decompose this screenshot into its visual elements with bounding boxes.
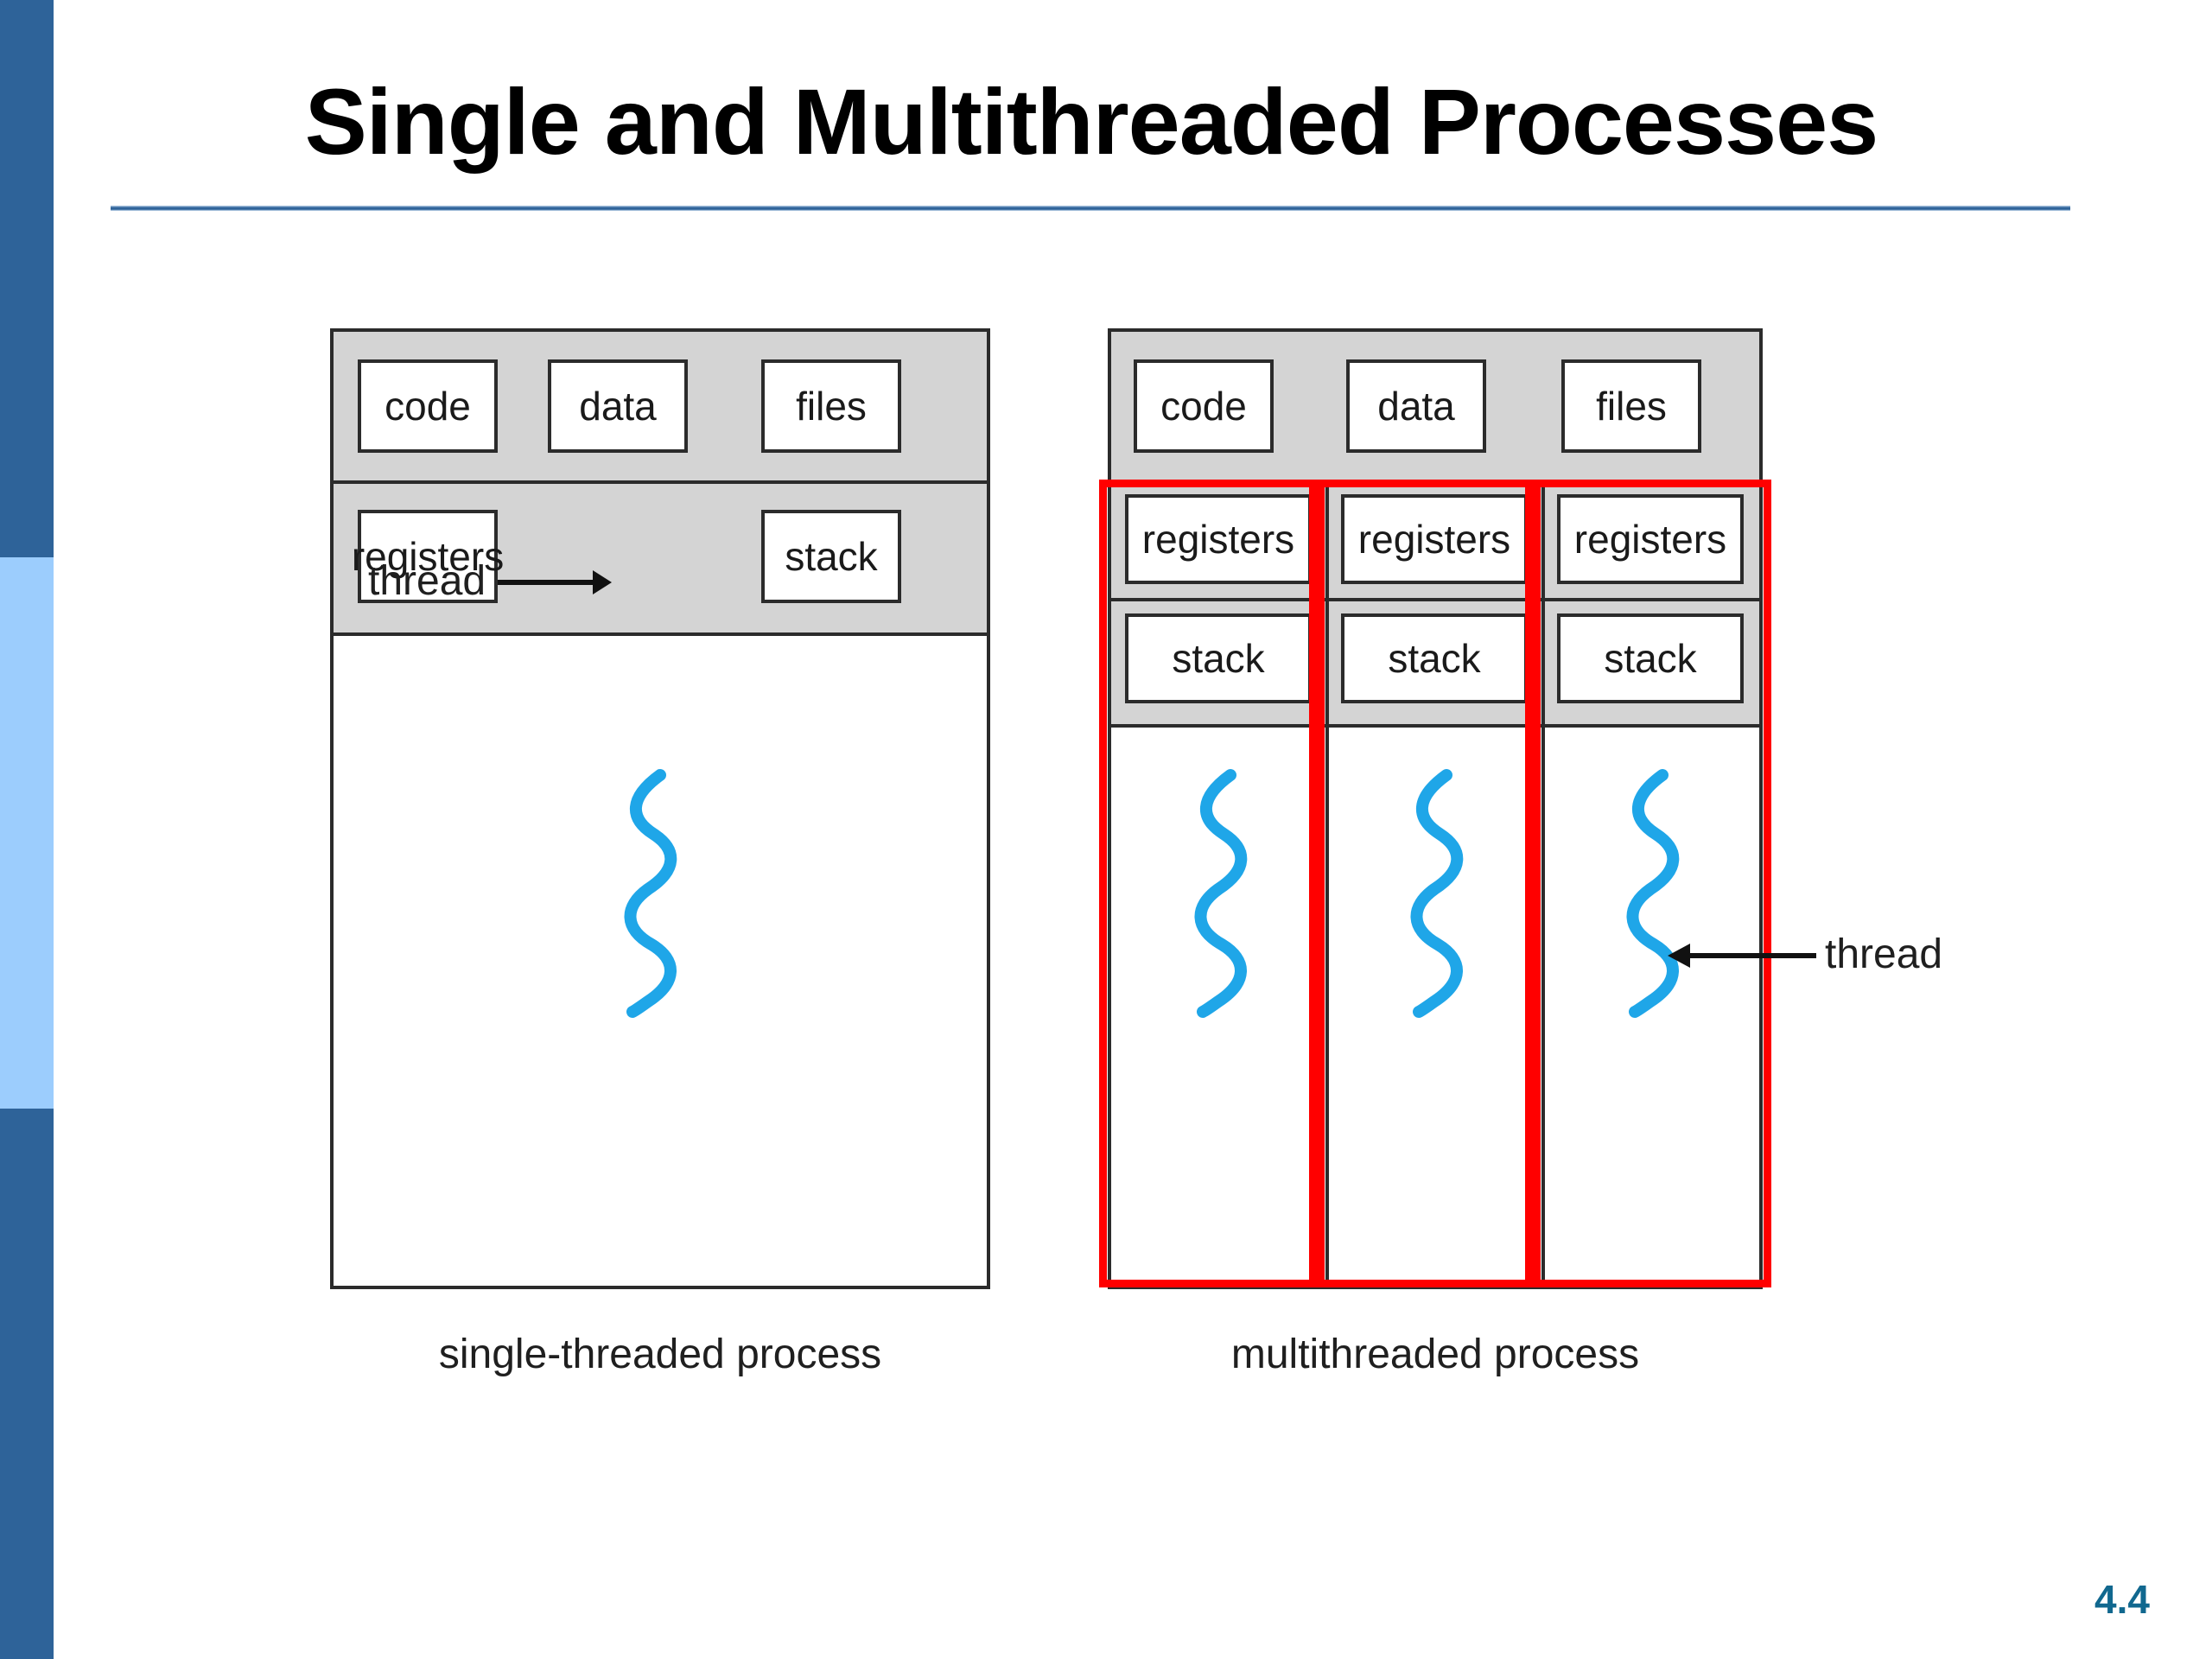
multi-thread-1-squiggle — [1194, 769, 1248, 1018]
single-thread-squiggle — [624, 769, 677, 1018]
multi-thread-arrow — [1668, 944, 1816, 968]
multi-cell-files: files — [1561, 359, 1701, 453]
sidebar-band-top — [0, 0, 54, 557]
multi-thread-2-stack-label: stack — [1388, 636, 1481, 681]
multi-thread-2-stack: stack — [1341, 613, 1528, 703]
multi-cell-code: code — [1134, 359, 1274, 453]
multi-thread-3-registers-label: registers — [1573, 517, 1727, 562]
single-cell-code: code — [358, 359, 498, 453]
sidebar-band-middle — [0, 557, 54, 1109]
multi-cell-files-label: files — [1596, 384, 1667, 429]
single-divider-thread — [334, 632, 987, 636]
single-thread-arrow — [498, 570, 612, 594]
multi-thread-3-stack: stack — [1557, 613, 1744, 703]
page-title: Single and Multithreaded Processes — [304, 69, 1879, 174]
multi-thread-1-registers-label: registers — [1141, 517, 1295, 562]
multi-divider-stack — [1111, 724, 1759, 728]
sidebar-band-bottom — [0, 1109, 54, 1659]
single-cell-stack: stack — [761, 510, 901, 603]
multi-column-separator-2 — [1541, 484, 1545, 1286]
multi-thread-2-registers-label: registers — [1357, 517, 1511, 562]
multi-column-separator-1 — [1325, 484, 1329, 1286]
single-cell-data: data — [548, 359, 688, 453]
title-underline — [111, 206, 2070, 211]
decorative-sidebar — [0, 0, 54, 1659]
single-threaded-caption: single-threaded process — [438, 1332, 882, 1377]
single-divider-shared — [334, 480, 987, 484]
multithreaded-process-box: code data files registers registers regi… — [1108, 328, 1763, 1289]
multi-cell-data: data — [1346, 359, 1486, 453]
multi-thread-3-registers: registers — [1557, 494, 1744, 584]
multi-thread-1-stack: stack — [1125, 613, 1312, 703]
multi-thread-1-stack-label: stack — [1172, 636, 1265, 681]
single-thread-label: thread — [368, 558, 486, 604]
single-cell-registers: registers — [352, 510, 504, 603]
page-number: 4.4 — [2094, 1577, 2150, 1622]
multi-cell-code-label: code — [1160, 384, 1247, 429]
single-cell-files-label: files — [796, 384, 867, 429]
multithreaded-caption: multithreaded process — [1230, 1332, 1640, 1377]
multi-thread-3-squiggle — [1626, 769, 1680, 1018]
multi-thread-label: thread — [1825, 931, 1943, 977]
multi-divider-registers — [1111, 598, 1759, 601]
multi-thread-2-squiggle — [1410, 769, 1464, 1018]
single-cell-code-label: code — [385, 384, 471, 429]
multi-thread-1-registers: registers — [1125, 494, 1312, 584]
multi-thread-2-registers: registers — [1341, 494, 1528, 584]
multi-thread-3-stack-label: stack — [1604, 636, 1697, 681]
single-cell-data-label: data — [579, 384, 657, 429]
multi-cell-data-label: data — [1377, 384, 1455, 429]
single-threaded-process-box: code data files registers stack thread — [330, 328, 990, 1289]
single-cell-registers-label: registers — [351, 534, 505, 579]
single-cell-files: files — [761, 359, 901, 453]
single-cell-stack-label: stack — [785, 534, 878, 579]
